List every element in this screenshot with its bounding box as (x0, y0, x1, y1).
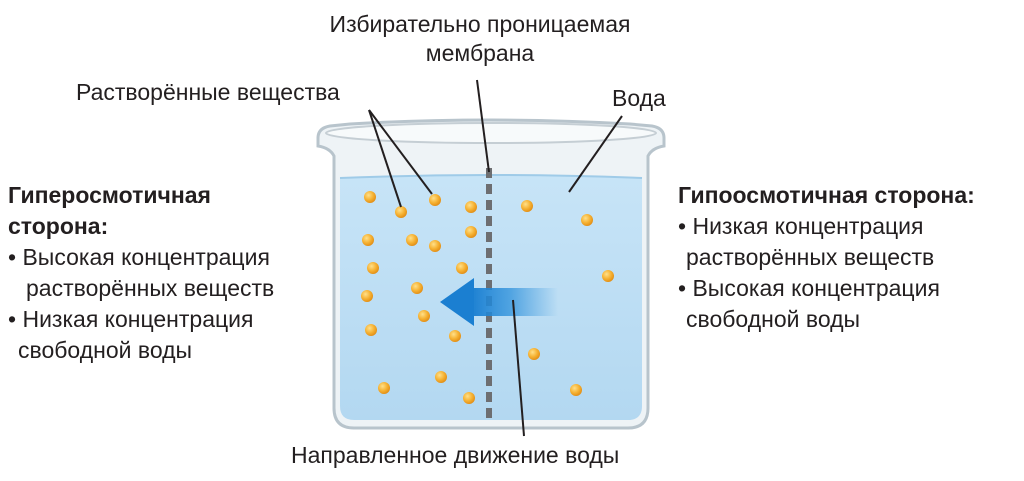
particle (361, 290, 373, 302)
water-flow-arrow (440, 278, 558, 326)
movement-leader (512, 299, 525, 437)
hyperosmotic-description: Гиперосмотичная сторона: • Высокая конце… (8, 180, 274, 366)
particle (395, 206, 407, 218)
bullet: • (8, 306, 17, 332)
bullet: • (678, 213, 687, 239)
hyperosmotic-item2-line1: Низкая концентрация (22, 306, 254, 332)
particle (429, 240, 441, 252)
solutes-leader (368, 109, 402, 208)
solutes-leader (368, 109, 433, 195)
hypoosmotic-heading: Гипоосмотичная сторона: (678, 182, 975, 208)
movement-label: Направленное движение воды (291, 442, 620, 468)
hypoosmotic-item1-line1: Низкая концентрация (692, 213, 924, 239)
particle (411, 282, 423, 294)
particle (378, 382, 390, 394)
membrane-label-line1: Избирательно проницаемая (329, 11, 631, 37)
solute-particles (361, 191, 614, 404)
particle (581, 214, 593, 226)
hyperosmotic-heading-line1: Гиперосмотичная (8, 182, 211, 208)
hyperosmotic-item1-line2: растворённых веществ (26, 275, 275, 301)
particle (465, 226, 477, 238)
particle (406, 234, 418, 246)
hyperosmotic-item2-line2: свободной воды (18, 337, 193, 363)
bullet: • (8, 244, 17, 270)
membrane-label-line2: мембрана (425, 40, 535, 66)
particle (362, 234, 374, 246)
particle (364, 191, 376, 203)
particle (367, 262, 379, 274)
water-leader (568, 115, 623, 193)
arrow-head (440, 278, 474, 326)
hyperosmotic-item1: • Высокая концентрация (8, 242, 274, 273)
particle (521, 200, 533, 212)
hypoosmotic-description: Гипоосмотичная сторона: • Низкая концент… (678, 180, 975, 335)
particle (429, 194, 441, 206)
particle (465, 201, 477, 213)
particle (602, 270, 614, 282)
particle (418, 310, 430, 322)
solutes-label: Растворённые вещества (76, 79, 340, 105)
particle (435, 371, 447, 383)
hypoosmotic-item2-line1: Высокая концентрация (692, 275, 940, 301)
hypoosmotic-item2-line2: свободной воды (686, 306, 861, 332)
particle (449, 330, 461, 342)
particle (463, 392, 475, 404)
leader-lines (368, 79, 623, 437)
particle (365, 324, 377, 336)
particle (456, 262, 468, 274)
particle (570, 384, 582, 396)
membrane-label: Избирательно проницаемая мембрана (280, 10, 680, 68)
hypoosmotic-item2: • Высокая концентрация (678, 273, 975, 304)
beaker-rim (325, 122, 657, 144)
water-label: Вода (612, 85, 666, 111)
membrane-leader (476, 79, 490, 173)
hyperosmotic-item2: • Низкая концентрация (8, 304, 274, 335)
hypoosmotic-item1-line2: растворённых веществ (686, 244, 935, 270)
hypoosmotic-item1: • Низкая концентрация (678, 211, 975, 242)
hyperosmotic-item1-line1: Высокая концентрация (22, 244, 270, 270)
particle (528, 348, 540, 360)
hyperosmotic-heading-line2: сторона: (8, 213, 109, 239)
bullet: • (678, 275, 687, 301)
